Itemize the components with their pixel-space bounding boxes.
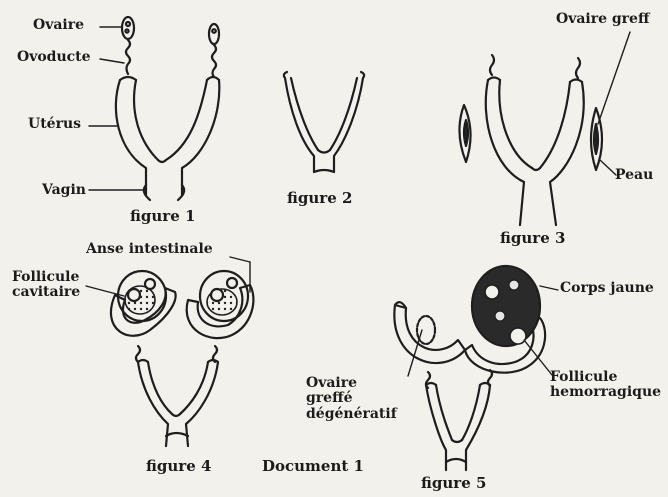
uterus-horn-left-inner (134, 80, 158, 160)
figure-1-reproductive-tract (89, 17, 219, 200)
label-degenerated-graft: Ovaire greffé dégénératif (306, 376, 406, 422)
oviduct-right (212, 45, 216, 77)
oviduct-left (126, 40, 130, 74)
label-hemorrhagic-follicle: Follicule hemorragique (550, 370, 666, 401)
hemorrhagic-follicle (510, 328, 526, 344)
ovary-left (122, 17, 134, 39)
label-oviduct: Ovoducte (17, 50, 91, 65)
label-grafted-ovary: Ovaire greff (556, 12, 649, 27)
figure-5-reproductive-tract (394, 266, 558, 470)
label-vagina: Vagin (42, 183, 86, 198)
label-intestinal-loop: Anse intestinale (86, 242, 213, 257)
figure-2-reproductive-tract (284, 72, 364, 172)
figure-3-reproductive-tract (459, 32, 630, 225)
ovary-corpus-luteum (472, 266, 540, 346)
label-corpus-luteum: Corps jaune (560, 281, 654, 296)
caption-document: Document 1 (262, 457, 364, 475)
uterus-2-left (285, 78, 314, 172)
label-uterus: Utérus (28, 117, 81, 132)
label-ovary: Ovaire (33, 18, 84, 33)
caption-figure-4: figure 4 (146, 457, 211, 475)
intestinal-loop-5-left (394, 305, 465, 363)
label-cavitary-follicle: Follicule cavitaire (12, 270, 102, 301)
caption-figure-1: figure 1 (130, 207, 195, 225)
caption-figure-2: figure 2 (287, 189, 352, 207)
figure-4-reproductive-tract (86, 257, 253, 446)
uterus-5-left (426, 385, 446, 470)
caption-figure-3: figure 3 (500, 229, 565, 247)
label-skin: Peau (615, 168, 653, 183)
uterus-2-right (334, 78, 363, 172)
oviduct-cut-right (576, 58, 580, 78)
caption-figure-5: figure 5 (421, 474, 486, 492)
ovary-right (209, 24, 219, 44)
oviduct-cut-left (490, 55, 494, 75)
uterus-3-left (486, 80, 524, 225)
